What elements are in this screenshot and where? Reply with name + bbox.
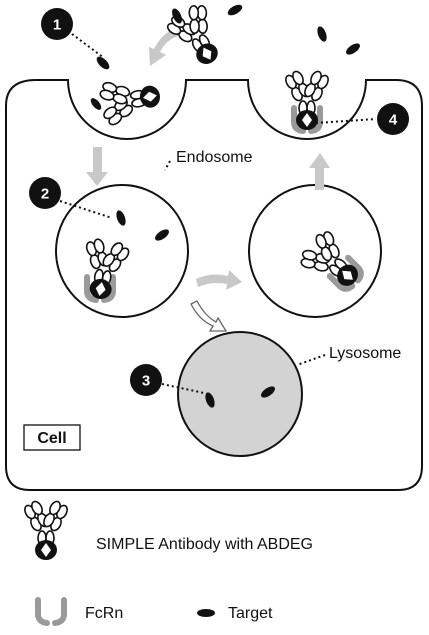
process-arrows <box>86 28 330 290</box>
legend-antibody-icon <box>21 498 71 561</box>
svg-text:4: 4 <box>389 112 398 129</box>
cell-label-box <box>23 424 81 451</box>
step-marker-3: 3 <box>130 364 162 396</box>
cell-label: Cell <box>37 430 66 447</box>
target-step1-b <box>90 98 102 110</box>
endosome-label: Endosome <box>176 149 253 166</box>
target-step1 <box>96 56 110 70</box>
endosome-right <box>248 184 382 318</box>
antibody-recycled <box>282 68 332 131</box>
target-lysosome-2 <box>261 386 275 398</box>
arrow-to-endosome <box>86 147 108 186</box>
legend-target-label: Target <box>228 605 273 622</box>
step-marker-2: 2 <box>29 177 61 209</box>
target-incoming-2 <box>227 4 243 16</box>
leader-lines <box>59 33 377 394</box>
lysosome-label: Lysosome <box>329 345 401 362</box>
arrow-to-recycling <box>196 270 242 290</box>
arrow-uptake <box>149 28 178 66</box>
legend-fcrn-label: FcRn <box>85 605 123 622</box>
arrow-to-lysosome <box>190 300 228 332</box>
target-endosome-1 <box>116 210 126 226</box>
arrow-exocytosis <box>309 153 330 190</box>
legend-target-icon <box>197 609 215 617</box>
target-endosome-2 <box>155 229 169 241</box>
target-released-2 <box>346 43 360 55</box>
target-lysosome-1 <box>205 392 215 408</box>
step-marker-4: 4 <box>377 103 409 135</box>
legend-fcrn-icon <box>38 600 64 623</box>
svg-text:2: 2 <box>41 186 49 203</box>
step-marker-1: 1 <box>41 8 73 40</box>
svg-text:1: 1 <box>53 17 61 34</box>
target-incoming-1 <box>172 8 182 24</box>
lysosome <box>177 331 303 457</box>
antibody-step1 <box>95 71 165 130</box>
target-released-1 <box>317 26 327 42</box>
legend-antibody-label: SIMPLE Antibody with ABDEG <box>96 536 313 553</box>
svg-text:3: 3 <box>142 373 150 390</box>
